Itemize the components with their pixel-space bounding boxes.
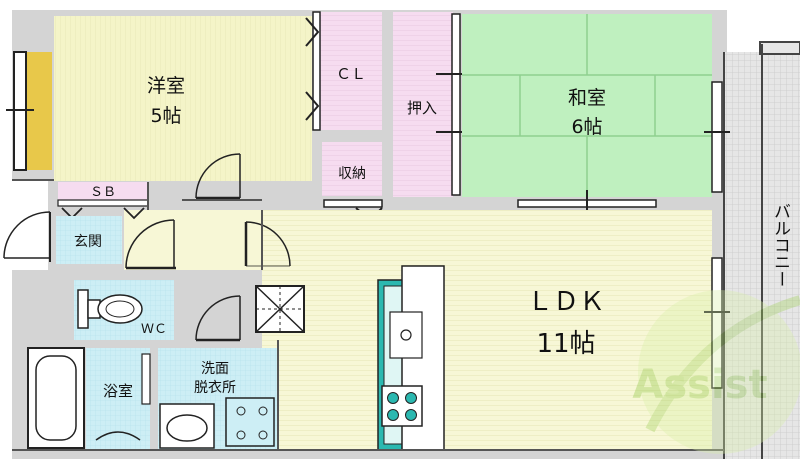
balcony — [723, 41, 800, 459]
bathroom-label: 浴室 — [103, 382, 133, 400]
entrance-label: 玄関 — [74, 233, 102, 250]
storage-label: 収納 — [338, 166, 366, 182]
ldk-room — [190, 210, 712, 450]
washroom-label-line2: 脱衣所 — [194, 380, 236, 396]
pipe-shaft — [255, 285, 305, 333]
western-room-size: 5帖 — [150, 105, 181, 127]
assist-logo: Assist — [632, 290, 800, 454]
storage — [322, 142, 383, 222]
bathroom — [27, 347, 151, 450]
washroom — [158, 348, 278, 450]
shoe-box-label: ＳＢ — [90, 185, 116, 200]
balcony-label: バルコニー — [770, 203, 790, 288]
western-room-name: 洋室 — [147, 75, 185, 97]
toilet-room — [74, 280, 174, 340]
closet — [305, 11, 382, 131]
oshiire — [393, 12, 470, 197]
oshiire-label: 押入 — [407, 99, 437, 117]
ldk-name: ＬＤＫ — [527, 287, 605, 317]
entrance — [3, 211, 122, 264]
japanese-room — [462, 14, 712, 197]
ldk-size: 11帖 — [536, 329, 595, 359]
closet-label: ＣＬ — [336, 65, 366, 83]
western-room — [54, 16, 312, 181]
kitchen-counter — [377, 265, 445, 451]
japanese-room-size: 6帖 — [571, 116, 602, 138]
door-swings — [125, 153, 291, 342]
interior-walls — [12, 179, 724, 451]
shoe-box — [57, 182, 149, 220]
japanese-room-name: 和室 — [568, 87, 606, 109]
toilet-label: ＷＣ — [141, 322, 167, 337]
washroom-label-line1: 洗面 — [201, 361, 229, 377]
logo-text: Assist — [632, 362, 767, 408]
